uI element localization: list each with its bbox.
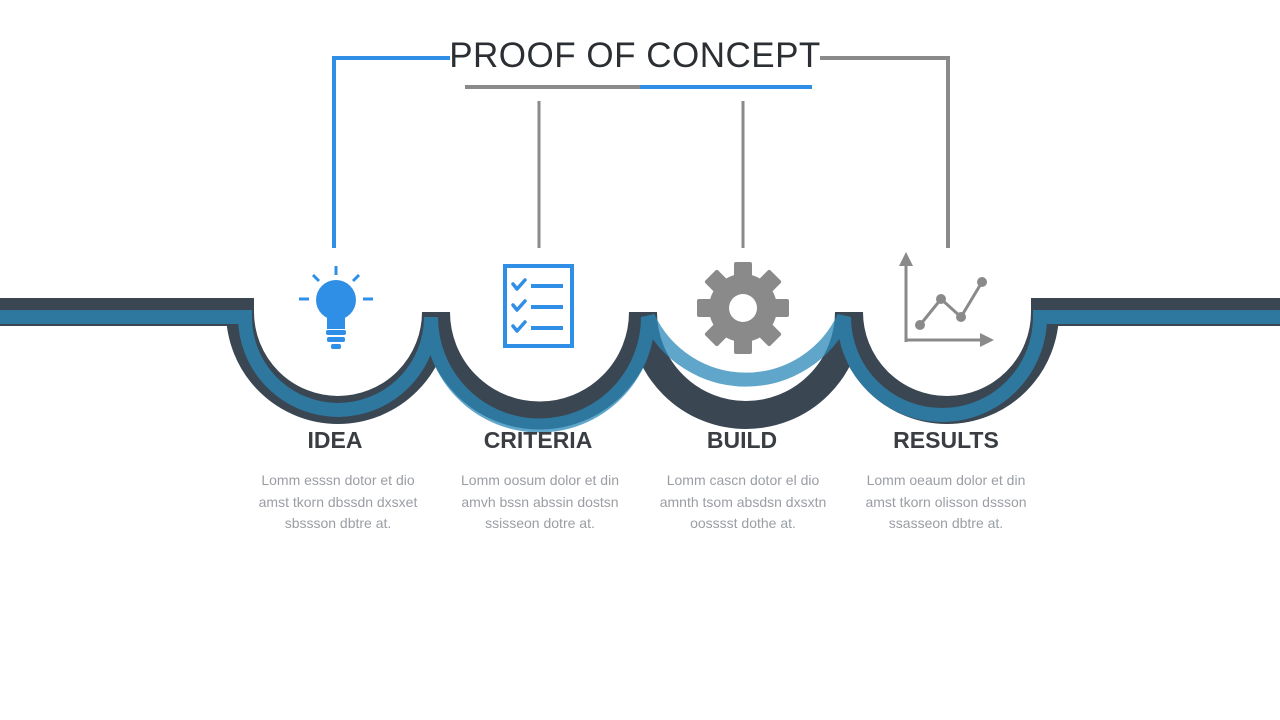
description-line: Lomm oosum dolor et din	[461, 472, 619, 488]
step-label-results: RESULTS	[893, 427, 999, 453]
gear-icon	[697, 262, 789, 354]
description-line: amvh bssn abssin dostsn	[461, 493, 619, 510]
wave-band	[0, 298, 1280, 433]
step-label-idea: IDEA	[307, 427, 363, 453]
step-description-results: Lomm oeaum dolor et din amst tkorn oliss…	[851, 470, 1041, 535]
description-line: Lomm esssn dotor et dio	[261, 472, 415, 488]
description-line: ssasseon dbtre at.	[888, 515, 1004, 531]
description-line: amst tkorn dbssdn dxsxet	[258, 493, 418, 510]
connector-lines	[332, 56, 950, 248]
step-label-criteria: CRITERIA	[483, 427, 593, 453]
checklist-icon	[503, 264, 574, 348]
idea-connector-line	[332, 56, 450, 248]
description-line: oosssst dothe at.	[690, 515, 796, 531]
description-line: amnth tsom absdsn dxsxtn	[659, 493, 827, 510]
step-description-idea: Lomm esssn dotor et dio amst tkorn dbssd…	[243, 470, 433, 535]
growth-chart-icon	[899, 252, 994, 347]
description-line: ssisseon dotre at.	[485, 515, 595, 531]
description-line: sbssson dbtre at.	[284, 515, 392, 531]
results-connector-line	[820, 56, 950, 248]
description-line: Lomm cascn dotor el dio	[666, 472, 820, 488]
wave-band-highlight	[0, 310, 1280, 433]
lightbulb-icon	[299, 266, 373, 349]
step-label-build: BUILD	[706, 427, 778, 453]
diagram-title: PROOF OF CONCEPT	[449, 36, 821, 75]
step-description-criteria: Lomm oosum dolor et din amvh bssn abssin…	[445, 470, 635, 535]
step-description-build: Lomm cascn dotor el dio amnth tsom absds…	[648, 470, 838, 535]
description-line: amst tkorn olisson dssson	[865, 493, 1027, 510]
description-line: Lomm oeaum dolor et din	[866, 472, 1026, 488]
